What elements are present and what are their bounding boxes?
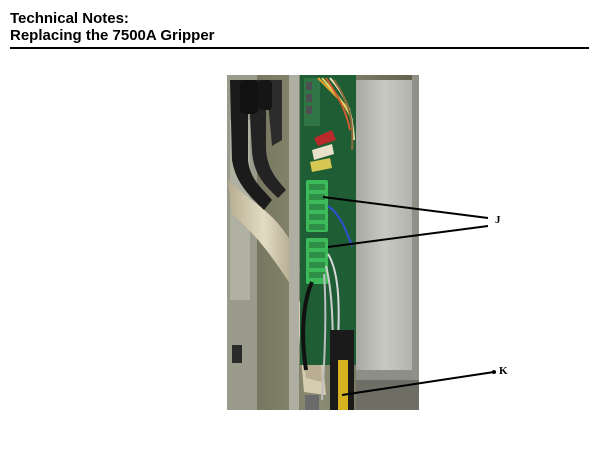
terminal-block-upper [306,180,328,232]
page-title: Replacing the 7500A Gripper [10,27,215,44]
document-header: Technical Notes: Replacing the 7500A Gri… [10,10,590,44]
header-rule [10,47,589,49]
callout-label-k: K [499,365,508,377]
terminal-block-lower [306,238,328,284]
photo-background [227,75,419,410]
callout-line-j-upper [322,196,489,219]
callout-line-k [341,371,495,396]
beige-tube [228,180,300,290]
pcb-board [300,75,356,365]
center-strip [289,75,299,410]
black-cable-bundle [230,80,272,210]
left-frame [227,75,257,410]
section-title: Technical Notes: [10,10,129,27]
right-panel [356,80,412,380]
callout-line-j-lower [327,225,489,248]
callout-label-j: J [495,214,501,226]
